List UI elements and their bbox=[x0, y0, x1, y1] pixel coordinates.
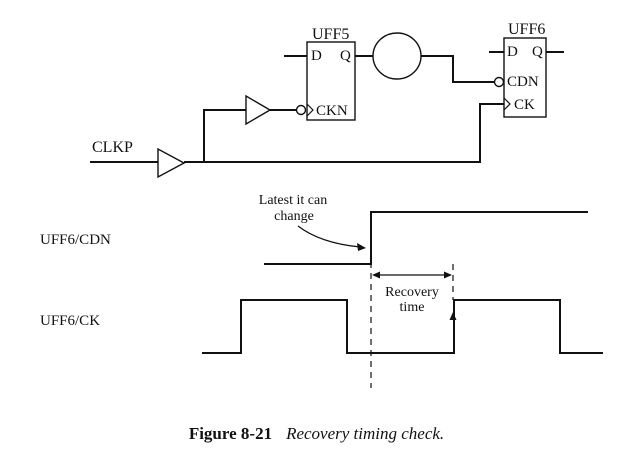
uff6-clock-triangle bbox=[503, 97, 511, 111]
latest-change-label: Latest it can bbox=[259, 193, 327, 208]
figure-number: Figure 8-21 bbox=[188, 424, 273, 443]
cdn-bubble bbox=[493, 76, 505, 88]
waveforms: Latest it can change UFF6/CDN UFF6/CK Re… bbox=[40, 193, 603, 388]
combinational-logic bbox=[372, 32, 422, 80]
latest-change-arrow bbox=[297, 225, 361, 248]
uff5-name: UFF5 bbox=[312, 26, 349, 43]
latest-change-label-line2: change bbox=[274, 209, 314, 224]
uff5-flip-flop bbox=[306, 41, 356, 121]
inverter-bubble bbox=[295, 104, 307, 116]
uff6-flip-flop bbox=[503, 37, 547, 118]
schematic: CLKP UFF5 D Q CKN UFF6 D Q CDN bbox=[90, 21, 564, 179]
clock-inverter bbox=[245, 94, 272, 126]
uff5-clock-triangle bbox=[306, 103, 314, 117]
cdn-waveform bbox=[264, 211, 588, 265]
uff6-ck-pin: CK bbox=[514, 97, 535, 113]
recovery-arrow-left bbox=[372, 271, 380, 279]
uff5-d-pin: D bbox=[311, 48, 322, 64]
uff6-name: UFF6 bbox=[508, 21, 545, 38]
ck-edge-arrowhead bbox=[449, 312, 457, 320]
ck-waveform bbox=[202, 299, 603, 354]
clock-buffer bbox=[157, 147, 186, 179]
uff6-q-pin: Q bbox=[532, 44, 543, 60]
uff6-d-pin: D bbox=[507, 44, 518, 60]
cdn-signal-label: UFF6/CDN bbox=[40, 232, 111, 248]
ck-signal-label: UFF6/CK bbox=[40, 313, 100, 329]
figure-caption: Figure 8-21 Recovery timing check. bbox=[0, 424, 633, 444]
latest-change-arrowhead bbox=[357, 243, 366, 251]
uff5-q-pin: Q bbox=[340, 48, 351, 64]
uff6-clock-branch-wire bbox=[204, 103, 504, 163]
recovery-arrow-right bbox=[444, 271, 452, 279]
uff5-clock-branch-wire bbox=[203, 109, 246, 162]
logic-to-cdn-wire bbox=[421, 55, 494, 83]
recovery-time-label: Recovery bbox=[385, 285, 439, 300]
recovery-time-label-line2: time bbox=[400, 300, 425, 315]
uff6-cdn-pin: CDN bbox=[507, 74, 539, 90]
figure-title: Recovery timing check. bbox=[286, 424, 445, 443]
uff5-ckn-pin: CKN bbox=[316, 103, 348, 119]
clkp-label: CLKP bbox=[92, 139, 133, 156]
